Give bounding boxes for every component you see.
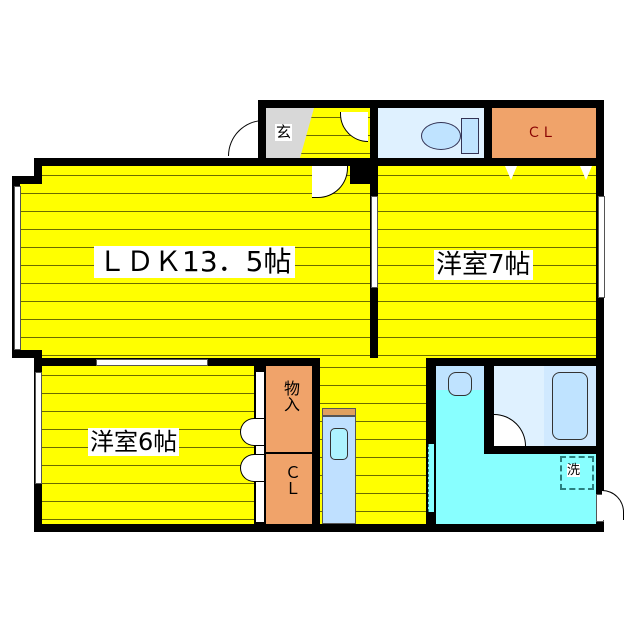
washer-label: 洗 (567, 463, 581, 478)
washer-space (560, 456, 594, 490)
kitchen-counter-top (322, 408, 356, 416)
closet-bottom (266, 454, 312, 524)
storage-door-strip (256, 372, 264, 522)
bedroom6-window (35, 372, 42, 484)
toilet-bowl-icon (421, 122, 461, 150)
ldk-label: ＬＤＫ13．5帖 (94, 246, 296, 278)
closet-door-icon (240, 454, 264, 482)
exterior-door-icon (602, 490, 624, 520)
closet-top (492, 108, 596, 158)
storage-label: 物入 (281, 380, 300, 412)
ldk-pillar (350, 158, 370, 184)
bathtub-icon (552, 372, 588, 440)
storage-door-icon (240, 418, 264, 446)
bedroom6-label: 洋室6帖 (88, 428, 180, 456)
bedroom7-label: 洋室7帖 (434, 250, 533, 280)
toilet2-icon (448, 372, 472, 396)
wet-area-opening (428, 444, 434, 512)
toilet-tank-icon (461, 118, 479, 154)
storage (266, 366, 312, 452)
partition-door (371, 196, 378, 288)
sink-icon (330, 428, 348, 460)
bedroom6-door (96, 359, 208, 366)
bedroom7-window (598, 196, 605, 298)
bay-window-floor (20, 184, 42, 350)
closet-top-label: ＣＬ (527, 125, 555, 141)
closet-bottom-label: ＣＬ (282, 464, 301, 496)
bay-window (14, 186, 21, 350)
entrance-label: 玄 (275, 123, 293, 141)
